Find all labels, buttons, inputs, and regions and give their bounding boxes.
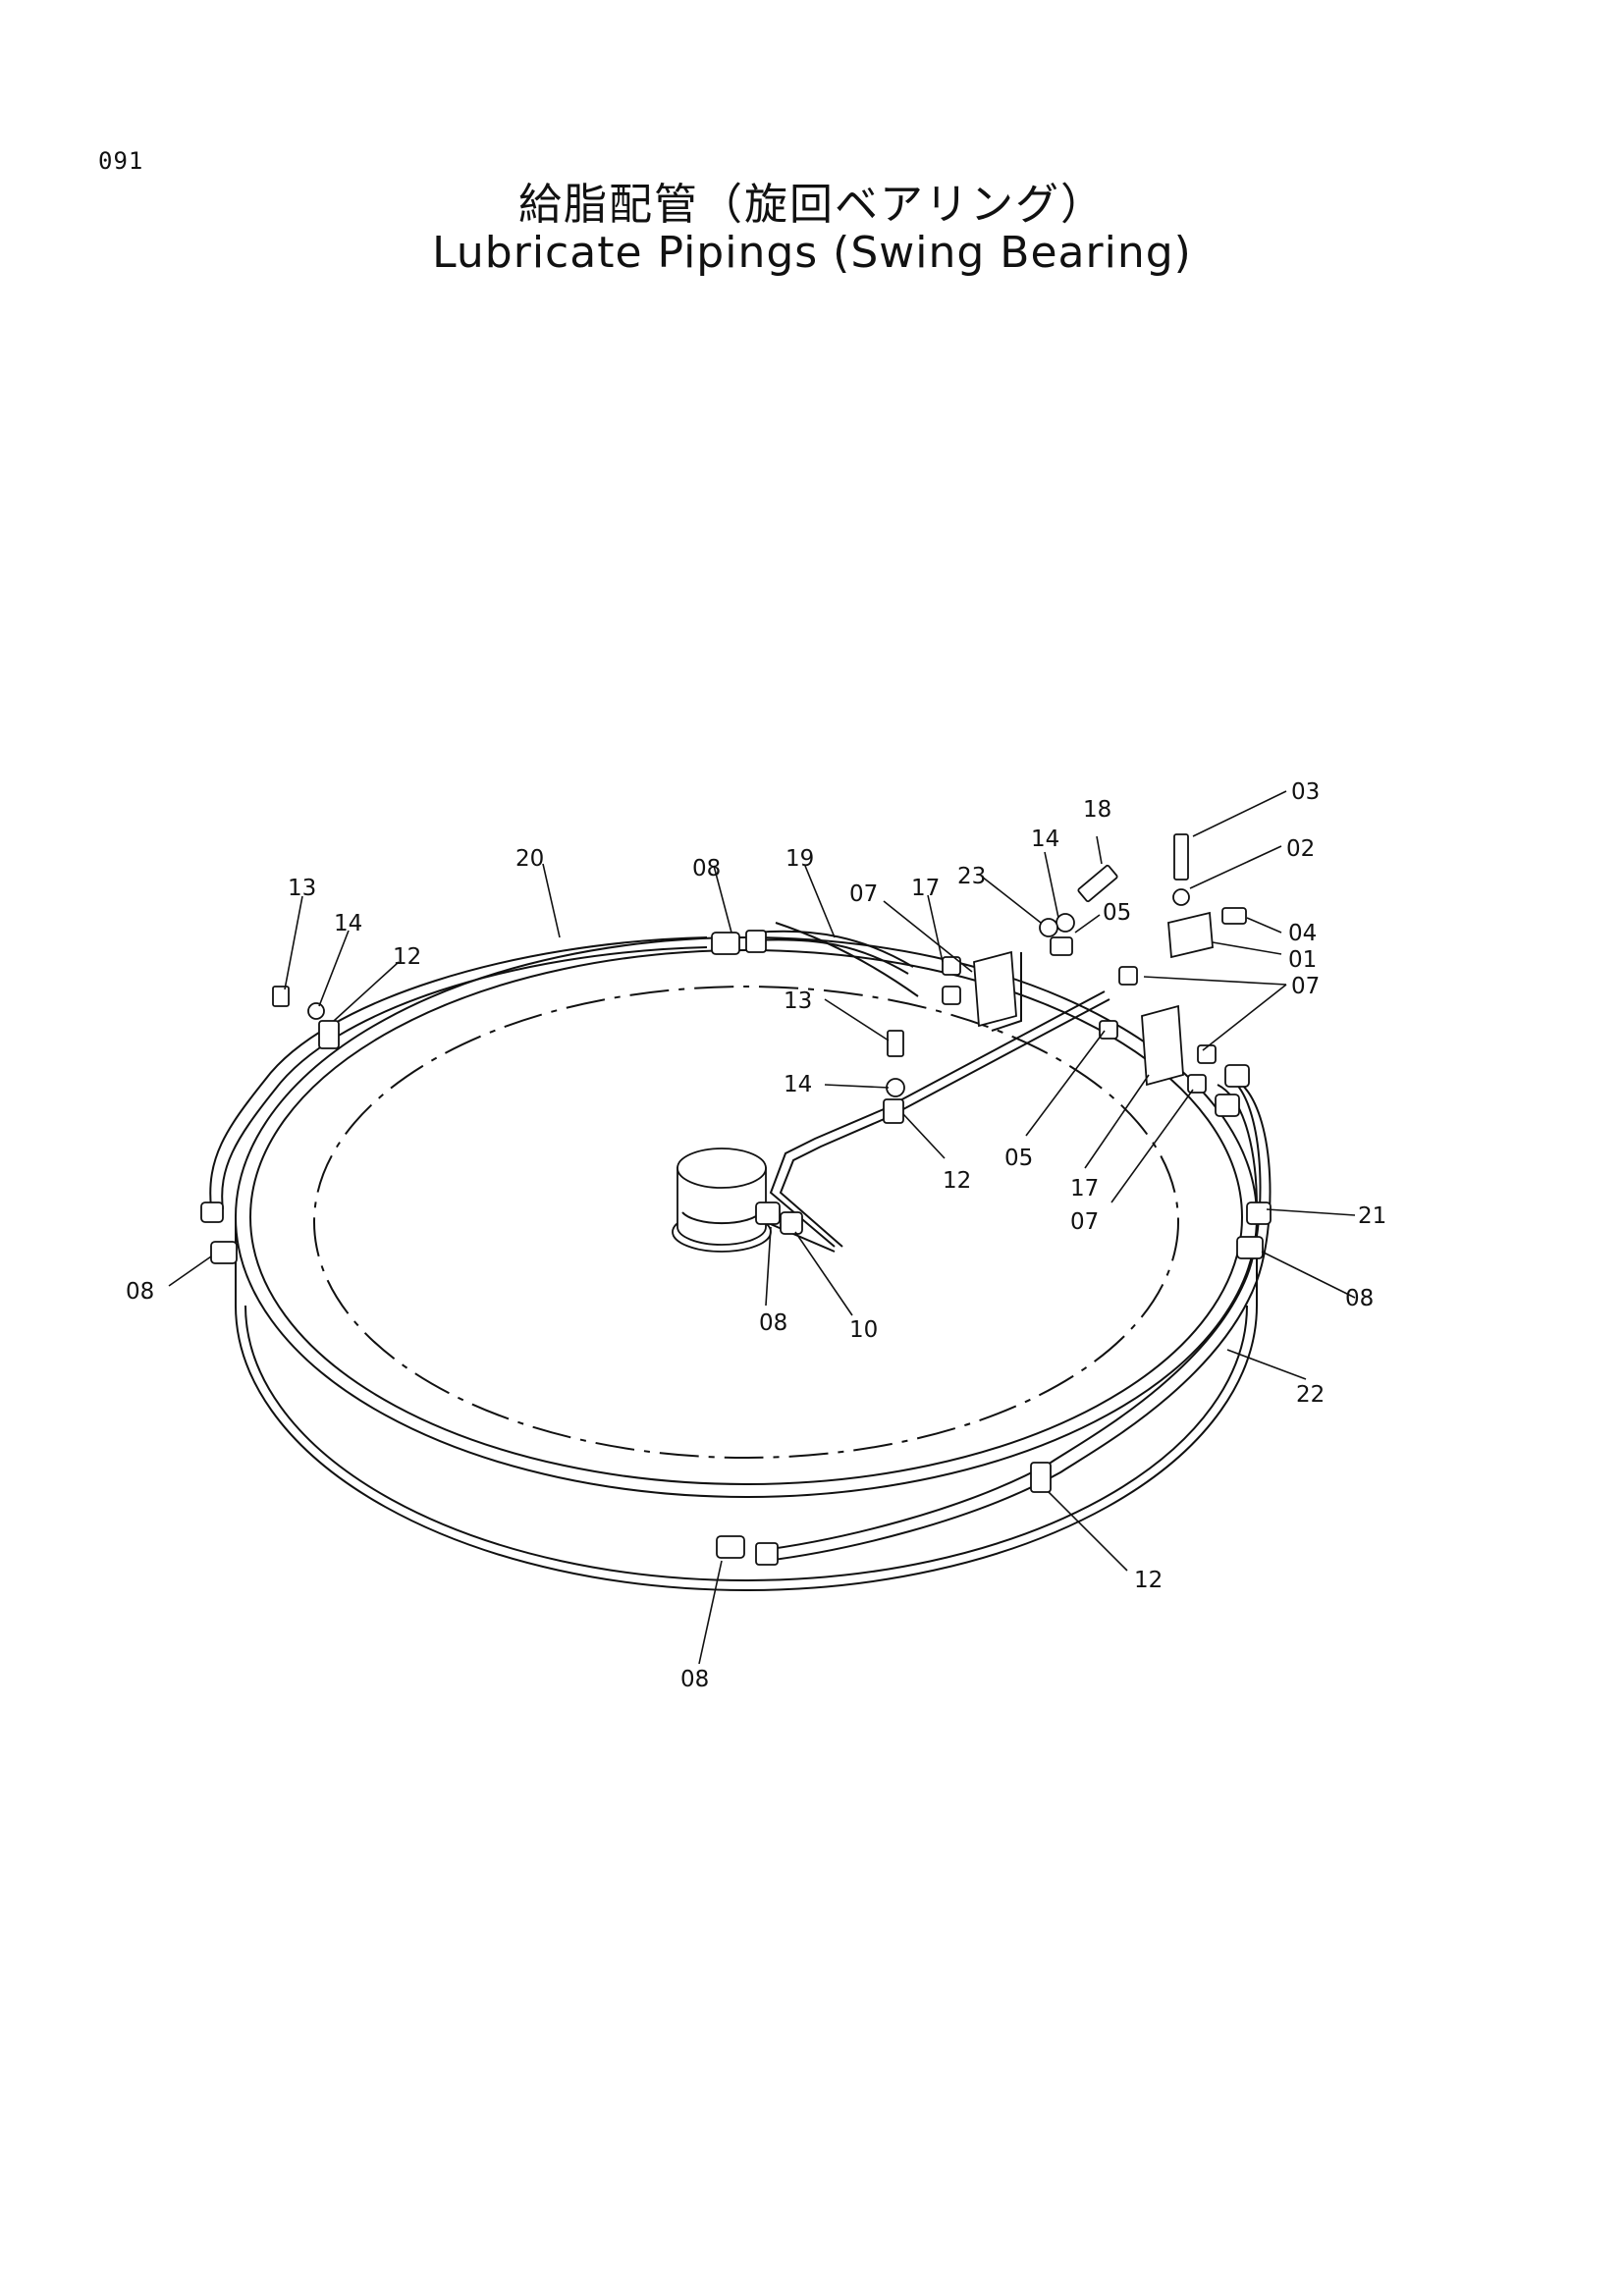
callout-13-center: 13 bbox=[784, 988, 812, 1014]
callout-02: 02 bbox=[1286, 836, 1315, 862]
callout-21: 21 bbox=[1358, 1203, 1386, 1229]
callout-10: 10 bbox=[849, 1317, 878, 1343]
callout-12-left: 12 bbox=[393, 944, 421, 970]
callout-19: 19 bbox=[785, 846, 814, 872]
callout-17-mid: 17 bbox=[1070, 1176, 1099, 1201]
callout-14-top: 14 bbox=[1031, 827, 1059, 852]
callout-08-center: 08 bbox=[759, 1310, 787, 1336]
title-english: Lubricate Pipings (Swing Bearing) bbox=[432, 228, 1192, 278]
callout-12-center: 12 bbox=[943, 1168, 971, 1194]
callout-07-top: 07 bbox=[849, 881, 878, 907]
callout-20: 20 bbox=[515, 846, 544, 872]
page-number: 091 bbox=[98, 147, 144, 175]
callout-13-left: 13 bbox=[288, 876, 316, 901]
callout-17-top: 17 bbox=[911, 876, 940, 901]
callout-04: 04 bbox=[1288, 921, 1317, 946]
callout-05-top: 05 bbox=[1103, 900, 1131, 926]
callout-08-left: 08 bbox=[126, 1279, 154, 1305]
callout-08-right: 08 bbox=[1345, 1286, 1374, 1311]
callout-23: 23 bbox=[957, 864, 986, 889]
callout-05-mid: 05 bbox=[1004, 1146, 1033, 1171]
leader-lines bbox=[168, 790, 1356, 1665]
callout-08-bottom: 08 bbox=[680, 1667, 709, 1692]
callout-labels: 03 02 04 01 07 18 14 23 05 17 07 19 08 2… bbox=[126, 779, 1386, 1692]
title-japanese: 給脂配管（旋回ベアリング） bbox=[518, 180, 1106, 230]
callout-14-center: 14 bbox=[784, 1072, 812, 1097]
callout-14-left: 14 bbox=[334, 911, 362, 936]
callout-07-mid: 07 bbox=[1070, 1209, 1099, 1235]
callout-22: 22 bbox=[1296, 1382, 1325, 1408]
callout-01: 01 bbox=[1288, 947, 1317, 973]
center-joint bbox=[672, 1148, 772, 1253]
callout-07-right: 07 bbox=[1291, 974, 1320, 999]
callout-03: 03 bbox=[1291, 779, 1320, 805]
callout-18: 18 bbox=[1083, 797, 1111, 823]
callout-08-top: 08 bbox=[692, 856, 721, 881]
fittings bbox=[200, 833, 1272, 1566]
callout-12-bottom: 12 bbox=[1134, 1568, 1163, 1593]
